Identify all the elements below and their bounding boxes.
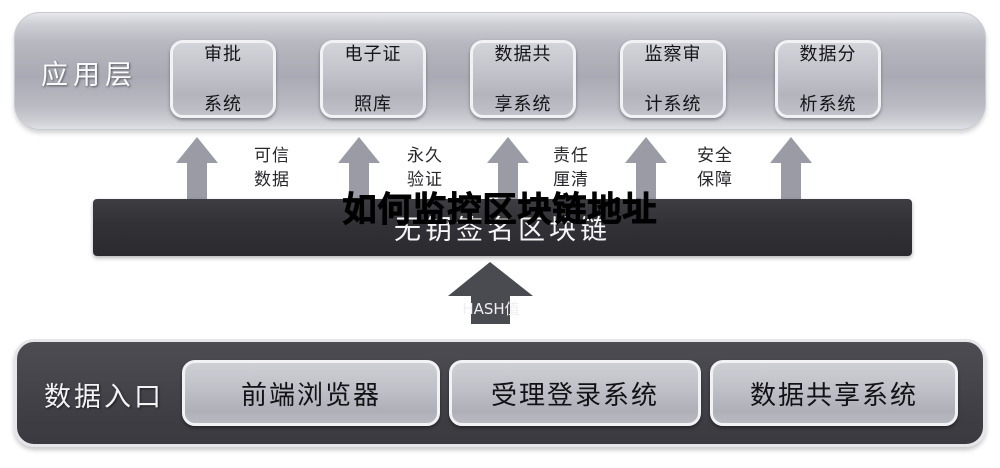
app-box-line2: 照库 <box>354 93 392 115</box>
arrow-head-icon <box>487 137 529 163</box>
data-box-label: 数据共享系统 <box>749 380 918 411</box>
data-box-data-sharing-system[interactable]: 数据共享系统 <box>710 360 958 426</box>
connector-label-responsibility-clarity: 责任 厘清 <box>546 144 596 192</box>
app-box-approval-system[interactable]: 审批 系统 <box>170 40 276 118</box>
connector-label-line1: 可信 <box>254 146 290 166</box>
app-box-line1: 数据共 <box>494 43 552 65</box>
connector-label-line2: 厘清 <box>553 170 589 190</box>
hash-up-arrow: HASH值 <box>448 262 533 324</box>
up-arrow-2 <box>338 137 380 203</box>
connector-label-line1: 永久 <box>407 146 443 166</box>
data-entry-layer-label: 数据入口 <box>44 382 164 413</box>
up-arrow-4 <box>625 137 667 203</box>
arrow-shaft <box>471 295 510 324</box>
connector-label-security-guarantee: 安全 保障 <box>690 144 740 192</box>
data-box-label: 前端浏览器 <box>240 380 381 411</box>
application-layer-label: 应用层 <box>41 60 137 91</box>
app-box-ecert-photo-library[interactable]: 电子证 照库 <box>320 40 426 118</box>
up-arrow-3 <box>487 137 529 203</box>
arrow-shaft <box>636 162 656 203</box>
application-layer-bar: 应用层 审批 系统 电子证 照库 数据共 享系统 监察审 计系统 <box>14 12 986 130</box>
up-arrow-5 <box>770 137 812 203</box>
connector-label-trusted-data: 可信 数据 <box>247 144 297 192</box>
data-entry-layer-bar: 数据入口 前端浏览器 受理登录系统 数据共享系统 <box>14 339 986 447</box>
connector-label-line2: 数据 <box>254 170 290 190</box>
app-box-line2: 系统 <box>204 93 242 115</box>
app-box-line2: 享系统 <box>494 93 552 115</box>
connector-label-permanent-verification: 永久 验证 <box>400 144 450 192</box>
app-box-line2: 计系统 <box>644 93 702 115</box>
connector-label-line1: 安全 <box>697 146 733 166</box>
arrow-shaft <box>781 162 801 203</box>
hash-arrow-label: HASH值 <box>462 300 520 318</box>
connector-label-line2: 验证 <box>407 170 443 190</box>
app-box-line2: 析系统 <box>799 93 857 115</box>
app-box-data-analysis-system[interactable]: 数据分 析系统 <box>775 40 881 118</box>
up-arrow-1 <box>176 137 218 203</box>
app-box-line1: 数据分 <box>799 43 857 65</box>
app-box-supervision-audit-system[interactable]: 监察审 计系统 <box>620 40 726 118</box>
arrow-head-icon <box>448 262 533 296</box>
connector-label-line1: 责任 <box>553 146 589 166</box>
connector-label-line2: 保障 <box>697 170 733 190</box>
arrow-shaft <box>349 162 369 203</box>
arrow-shaft <box>187 162 207 203</box>
data-box-acceptance-login-system[interactable]: 受理登录系统 <box>449 360 701 426</box>
app-box-line1: 审批 <box>204 43 242 65</box>
arrow-head-icon <box>770 137 812 163</box>
data-box-label: 受理登录系统 <box>490 380 659 411</box>
data-box-frontend-browser[interactable]: 前端浏览器 <box>182 360 440 426</box>
blockchain-bar-label: 无钥签名区块链 <box>394 215 611 246</box>
blockchain-bar: 无钥签名区块链 <box>93 199 912 256</box>
app-box-line1: 电子证 <box>344 43 402 65</box>
app-box-data-sharing-system[interactable]: 数据共 享系统 <box>470 40 576 118</box>
app-box-line1: 监察审 <box>644 43 702 65</box>
arrow-head-icon <box>625 137 667 163</box>
overlay-title: 如何监控区块链地址 <box>342 190 658 231</box>
arrow-head-icon <box>176 137 218 163</box>
arrow-shaft <box>498 162 518 203</box>
arrow-head-icon <box>338 137 380 163</box>
